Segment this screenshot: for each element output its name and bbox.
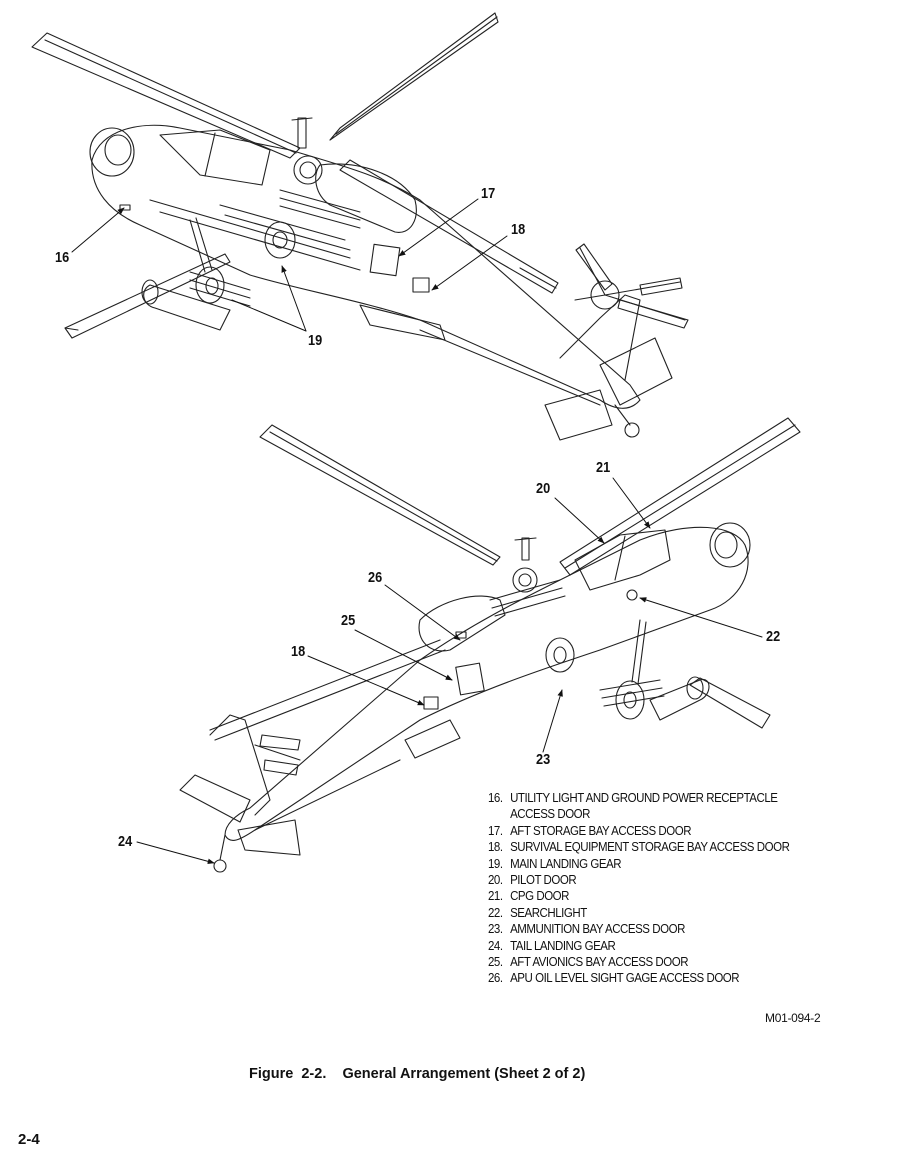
legend-text: TAIL LANDING GEAR [510, 938, 616, 953]
callout-23: 23 [536, 751, 551, 768]
legend-item: 26. APU OIL LEVEL SIGHT GAGE ACCESS DOOR [488, 970, 792, 986]
legend-text: APU OIL LEVEL SIGHT GAGE ACCESS DOOR [510, 971, 740, 986]
legend-item: 22. SEARCHLIGHT [488, 905, 792, 921]
helicopter-bottom-view [180, 418, 800, 872]
page-number: 2-4 [18, 1131, 40, 1148]
aft-storage-bay-door [370, 244, 400, 275]
engine-nacelle [316, 164, 417, 232]
legend-number: 17. [488, 823, 503, 838]
legend-number: 20. [488, 873, 503, 888]
stabilator [600, 338, 672, 405]
legend-item: 20. PILOT DOOR [488, 872, 792, 888]
main-wheel [546, 638, 574, 672]
legend-text: SURVIVAL EQUIPMENT STORAGE BAY ACCESS DO… [510, 840, 790, 855]
helicopter-top-view [32, 13, 688, 440]
vertical-fin [560, 295, 640, 380]
legend-item: 25. AFT AVIONICS BAY ACCESS DOOR [488, 954, 792, 970]
legend-text: UTILITY LIGHT AND GROUND POWER RECEPTACL… [510, 791, 778, 822]
callout-26: 26 [368, 569, 383, 586]
callout-20: 20 [536, 480, 551, 497]
callout-legend: 16. UTILITY LIGHT AND GROUND POWER RECEPT… [488, 790, 792, 987]
legend-number: 25. [488, 955, 503, 970]
legend-item: 16. UTILITY LIGHT AND GROUND POWER RECEPT… [488, 790, 792, 823]
tail-wheel [214, 860, 226, 872]
illustration-reference-code: M01-094-2 [765, 1011, 821, 1025]
weapon-racks [490, 580, 664, 706]
main-rotor-blade [340, 160, 558, 293]
main-rotor-blade [560, 418, 800, 575]
legend-number: 23. [488, 922, 503, 937]
tail-wheel [625, 423, 639, 437]
callout-17: 17 [481, 185, 496, 202]
callout-25: 25 [341, 612, 356, 629]
callout-18-top: 18 [511, 221, 526, 238]
survival-equipment-bay-door [424, 697, 438, 709]
vertical-fin [210, 715, 270, 815]
legend-item: 18. SURVIVAL EQUIPMENT STORAGE BAY ACCESS… [488, 839, 792, 855]
legend-number: 18. [488, 840, 503, 855]
callout-24: 24 [118, 833, 133, 850]
figure-caption: Figure 2-2. General Arrangement (Sheet 2… [249, 1066, 586, 1082]
main-rotor-blade [260, 425, 500, 565]
legend-item: 21. CPG DOOR [488, 888, 792, 904]
aft-avionics-bay-door [456, 663, 484, 695]
main-wheel [265, 222, 295, 258]
legend-text: CPG DOOR [510, 889, 570, 904]
legend-number: 22. [488, 905, 503, 920]
engine-nacelle [419, 596, 505, 651]
legend-text: AFT STORAGE BAY ACCESS DOOR [510, 823, 692, 838]
legend-item: 24. TAIL LANDING GEAR [488, 938, 792, 954]
legend-number: 19. [488, 856, 503, 871]
legend-text: MAIN LANDING GEAR [510, 856, 622, 871]
canopy [160, 130, 270, 185]
stabilator [180, 775, 250, 822]
main-rotor-blade [330, 13, 498, 140]
searchlight [627, 590, 637, 600]
callout-19: 19 [308, 332, 323, 349]
callout-21: 21 [596, 459, 611, 476]
canopy [575, 530, 670, 590]
legend-number: 26. [488, 971, 503, 986]
legend-text: AMMUNITION BAY ACCESS DOOR [510, 922, 685, 937]
rotor-hub [294, 156, 322, 184]
legend-text: AFT AVIONICS BAY ACCESS DOOR [510, 955, 689, 970]
legend-text: SEARCHLIGHT [510, 905, 587, 920]
tail-rotor [575, 244, 688, 328]
leader-lines [72, 199, 762, 865]
legend-item: 19. MAIN LANDING GEAR [488, 856, 792, 872]
legend-number: 21. [488, 889, 503, 904]
main-wheel [196, 267, 224, 303]
main-wheel [616, 681, 644, 719]
callout-16: 16 [55, 249, 70, 266]
legend-item: 23. AMMUNITION BAY ACCESS DOOR [488, 921, 792, 937]
fuselage [92, 125, 640, 408]
survival-equipment-bay-door [413, 278, 429, 292]
legend-text: PILOT DOOR [510, 873, 577, 888]
legend-item: 17. AFT STORAGE BAY ACCESS DOOR [488, 823, 792, 839]
callout-22: 22 [766, 628, 781, 645]
general-arrangement-illustration [0, 0, 906, 1050]
callout-18-bottom: 18 [291, 643, 306, 660]
main-rotor-blade [690, 678, 770, 728]
legend-number: 24. [488, 938, 503, 953]
legend-number: 16. [488, 791, 503, 805]
tail-rotor [255, 735, 300, 775]
rotor-hub [513, 568, 537, 592]
main-rotor-blade [65, 254, 230, 338]
